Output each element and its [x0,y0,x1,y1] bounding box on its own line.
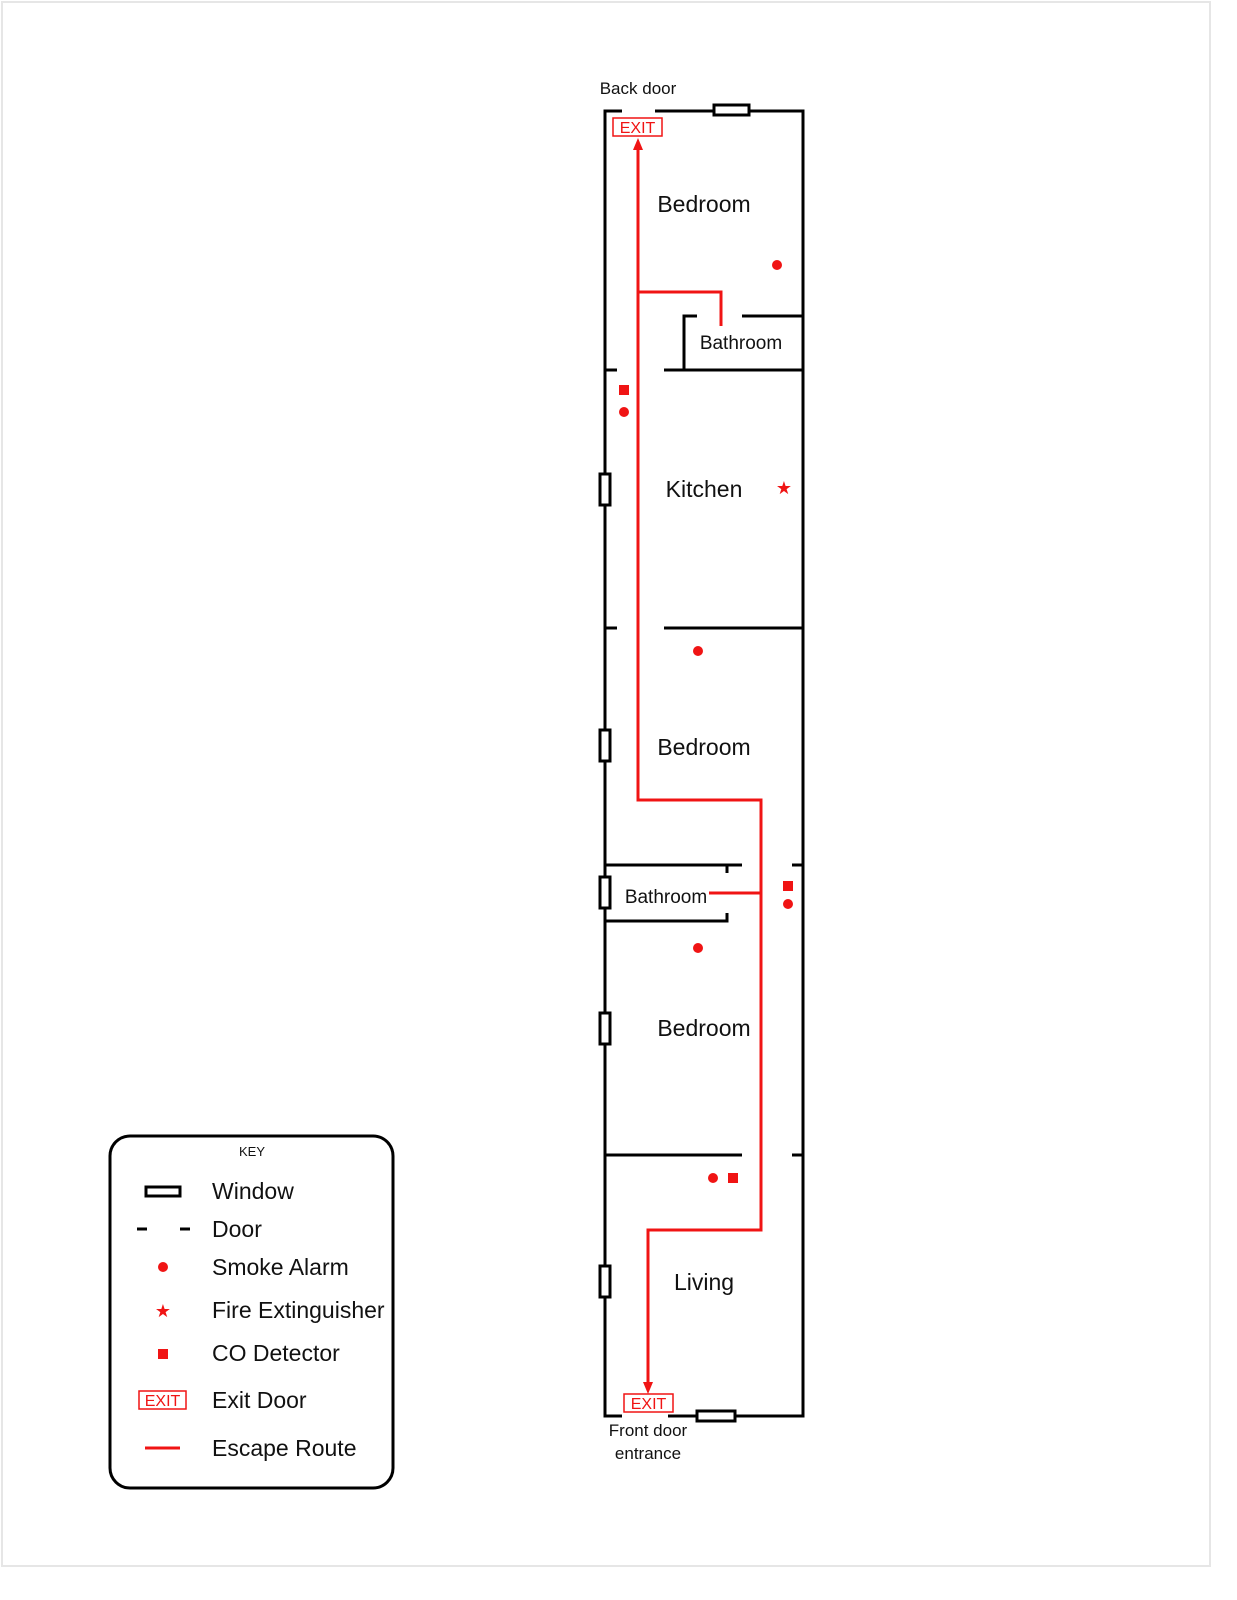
smoke-alarm-icon [693,943,703,953]
co-detector-icon [728,1173,738,1183]
co-detector-icon [158,1349,168,1359]
smoke-alarm-icon [708,1173,718,1183]
room-label-bathroom: Bathroom [700,333,782,354]
front-door-label: Front door [609,1421,688,1440]
window-icon [598,875,612,910]
room-label-kitchen: Kitchen [666,476,743,502]
co-detector-icon [783,881,793,891]
co-detector-icon [619,385,629,395]
smoke-alarm-icon [783,899,793,909]
window-icon [712,103,751,117]
key-label: Smoke Alarm [212,1254,349,1280]
fire-extinguisher-icon: ★ [776,478,792,498]
arrow-up-icon [633,138,643,150]
back-door-label: Back door [600,79,677,98]
key-label: Escape Route [212,1435,356,1461]
exit-label: EXIT [631,1396,667,1413]
escape-route [633,138,763,1394]
exit-label: EXIT [620,120,656,137]
exit-back: EXIT [612,117,663,137]
room-label-bathroom: Bathroom [625,887,707,908]
room-label-bedroom: Bedroom [657,734,750,760]
smoke-alarm-icon [158,1262,168,1272]
windows [598,103,751,1423]
exit-door-glyph: EXIT [145,1393,181,1410]
window-icon [598,1011,612,1046]
exit-front: EXIT [623,1393,674,1413]
smoke-alarm-icon [772,260,782,270]
window-icon [598,728,612,763]
key-label: CO Detector [212,1340,340,1366]
key-label: Window [212,1178,294,1204]
key-title: KEY [239,1144,265,1159]
fire-extinguisher-icon: ★ [155,1301,171,1321]
window-icon [598,1264,612,1299]
room-label-bedroom: Bedroom [657,1015,750,1041]
window-icon [695,1409,737,1423]
arrow-down-icon [643,1382,653,1394]
window-icon [598,472,612,507]
smoke-alarm-icon [619,407,629,417]
room-label-living: Living [674,1269,734,1295]
key-label: Door [212,1216,262,1242]
front-door-label-2: entrance [615,1444,681,1463]
exit-door-icon [138,1390,187,1410]
key-legend: KEY Window Door Smoke Alarm ★ Fire Extin… [108,1134,395,1490]
window-icon [144,1185,182,1198]
key-label: Exit Door [212,1387,307,1413]
key-label: Fire Extinguisher [212,1297,385,1323]
room-label-bedroom: Bedroom [657,191,750,217]
smoke-alarm-icon [693,646,703,656]
